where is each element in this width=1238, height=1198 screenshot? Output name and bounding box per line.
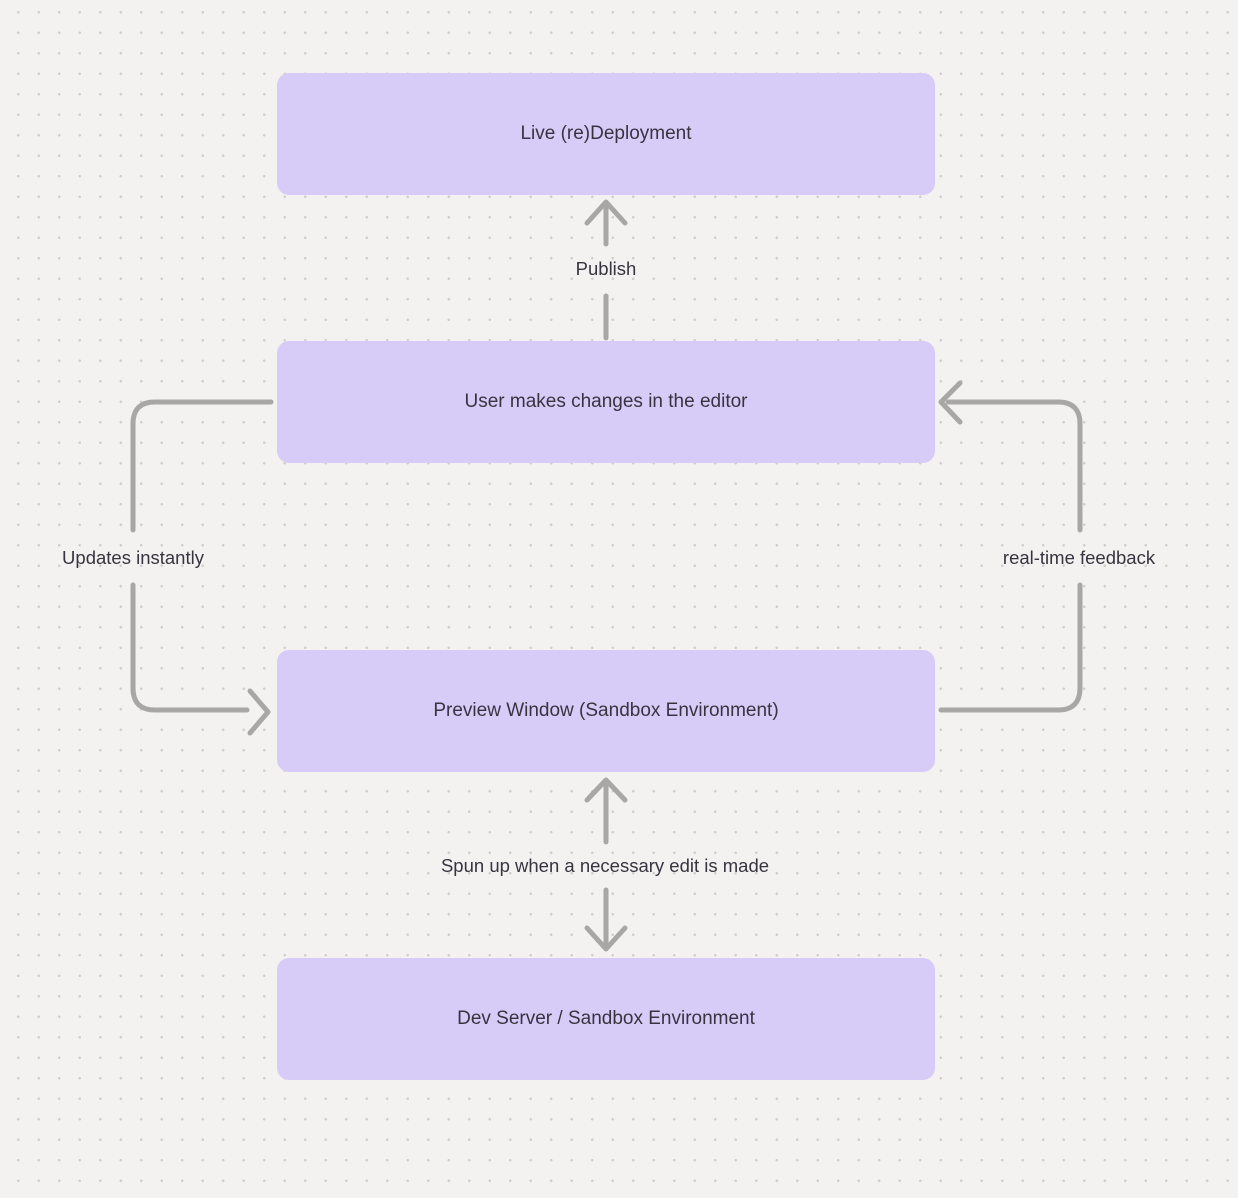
edge-label-spun-up: Spun up when a necessary edit is made (440, 855, 770, 876)
arrowhead-down-icon (584, 925, 628, 952)
node-label: Live (re)Deployment (520, 123, 692, 144)
node-label: User makes changes in the editor (464, 391, 748, 412)
arrowhead-up-icon (584, 777, 628, 803)
node-label: Dev Server / Sandbox Environment (457, 1008, 755, 1029)
node-preview-window[interactable]: Preview Window (Sandbox Environment) (277, 650, 935, 772)
node-user-editor[interactable]: User makes changes in the editor (277, 341, 935, 463)
node-label: Preview Window (Sandbox Environment) (433, 700, 779, 721)
node-live-deployment[interactable]: Live (re)Deployment (277, 73, 935, 195)
node-dev-server[interactable]: Dev Server / Sandbox Environment (277, 958, 935, 1080)
arrowhead-up-icon (584, 199, 628, 226)
arrowhead-right-icon (247, 688, 271, 736)
edge-label-updates-instantly: Updates instantly (62, 547, 204, 568)
arrowhead-left-icon (938, 380, 963, 425)
edge-label-publish: Publish (575, 258, 637, 279)
edge-label-realtime-feedback: real-time feedback (1002, 547, 1156, 568)
